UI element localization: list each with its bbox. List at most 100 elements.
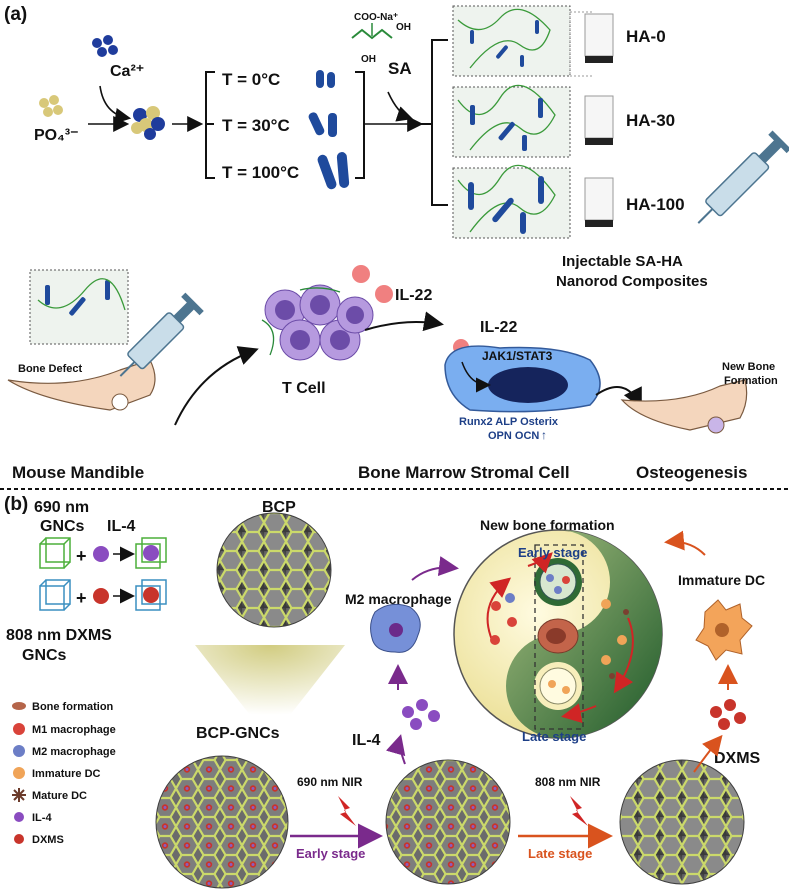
stage-frame: [534, 544, 584, 730]
gnc-690-cube-icon: [39, 537, 71, 569]
bone-defect-icon: [111, 393, 129, 411]
bcp-label: BCP: [262, 499, 296, 516]
phosphate-ion-icon: [39, 95, 63, 117]
syringe-icon: [697, 130, 789, 224]
upregulation-arrow: ↑: [541, 428, 547, 442]
genes-line2: OPN OCN: [488, 430, 539, 442]
nir-690-label: 690 nm NIR: [297, 775, 363, 789]
gnc-808-line2: GNCs: [22, 647, 67, 664]
early-stage-inner-label: Early stage: [518, 545, 587, 560]
legend-item: M1 macrophage: [32, 724, 116, 736]
panel-a-label: (a): [4, 4, 27, 25]
il4-icon: [93, 546, 109, 562]
legend-m1-icon: [13, 723, 25, 735]
pathway-label: JAK1/STAT3: [482, 349, 553, 363]
il22-receptor-label: IL-22: [480, 319, 517, 336]
legend-dxms-icon: [14, 834, 24, 844]
new-bone-line2: Formation: [724, 375, 778, 387]
legend: Bone formation M1 macrophage M2 macropha…: [12, 701, 116, 846]
plus-sign: +: [76, 546, 87, 566]
il4-label: IL-4: [352, 732, 381, 749]
laser-bolt-icon: [570, 796, 588, 826]
gnc-808-cube-icon: [39, 579, 71, 611]
legend-item: Mature DC: [32, 790, 87, 802]
bcp-sphere-late-icon: [619, 759, 745, 885]
bcp-gncs-label: BCP-GNCs: [196, 725, 280, 742]
panel-b-label: (b): [4, 494, 28, 515]
il22-icon: [352, 265, 393, 303]
calcium-label: Ca²⁺: [110, 63, 144, 80]
legend-bone-icon: [12, 702, 26, 710]
sa-chain-icon: [351, 28, 393, 40]
legend-m2-icon: [13, 745, 25, 757]
sa-formula-top: COO-Na⁺: [354, 12, 398, 23]
composite-title-line2: Nanorod Composites: [556, 273, 708, 290]
laser-bolt-icon: [338, 796, 356, 826]
immature-dc-label: Immature DC: [678, 572, 765, 588]
temperature-30: T = 30°C: [222, 116, 290, 135]
dxms-icon: [93, 588, 109, 604]
nanorod-icon: [308, 70, 350, 190]
legend-item: DXMS: [32, 834, 64, 846]
legend-immature-dc-icon: [13, 767, 25, 779]
beam-icon: [195, 645, 345, 715]
gnc-690-loaded-icon: [135, 537, 167, 569]
osteogenesis-label: Osteogenesis: [636, 463, 748, 482]
late-stage-inner-label: Late stage: [522, 729, 586, 744]
dxms-release-icon: [710, 699, 746, 730]
temperature-100: T = 100°C: [222, 163, 299, 182]
bmsc-nucleus-icon: [488, 367, 568, 403]
legend-il4-icon: [14, 812, 24, 822]
bmsc-label: Bone Marrow Stromal Cell: [358, 463, 570, 482]
new-bone-line1: New Bone: [722, 361, 775, 373]
sa-label: SA: [388, 59, 412, 78]
mouse-mandible-healed-icon: [620, 379, 748, 431]
nucleus-cluster-icon: [131, 106, 165, 140]
new-bone-icon: [707, 416, 725, 434]
vial-icon: [569, 11, 614, 227]
legend-item: Immature DC: [32, 768, 101, 780]
gnc-690-line2: GNCs: [40, 518, 85, 535]
composite-title-line1: Injectable SA-HA: [562, 253, 683, 270]
mouse-mandible-label: Mouse Mandible: [12, 463, 144, 482]
il22-label: IL-22: [395, 287, 432, 304]
nir-808-label: 808 nm NIR: [535, 775, 601, 789]
legend-item: M2 macrophage: [32, 746, 116, 758]
sa-oh-1: OH: [396, 22, 411, 33]
gnc-808-line1: 808 nm DXMS: [6, 627, 112, 644]
sample-ha100: HA-100: [626, 195, 685, 214]
sa-oh-2: OH: [361, 54, 376, 65]
sample-bracket: [431, 39, 448, 206]
temperature-0: T = 0°C: [222, 70, 280, 89]
calcium-ion-icon: [92, 35, 118, 57]
phosphate-label: PO₄³⁻: [34, 127, 79, 144]
t-cell-cluster-icon: [261, 284, 374, 361]
gnc-808-loaded-icon: [135, 579, 167, 611]
legend-mature-dc-icon: [12, 788, 26, 802]
dxms-label: DXMS: [714, 750, 761, 767]
calcium-arrow: [99, 85, 132, 124]
plus-sign-2: +: [76, 588, 87, 608]
new-bone-formation-label: New bone formation: [480, 517, 615, 533]
sample-ha0: HA-0: [626, 27, 666, 46]
bcp-gncs-sphere-icon: [155, 755, 289, 889]
bone-defect-label: Bone Defect: [18, 363, 83, 375]
early-stage-label: Early stage: [296, 846, 365, 861]
gnc-690-line1: 690 nm: [34, 499, 89, 516]
m2-macrophage-label: M2 macrophage: [345, 591, 452, 607]
legend-item: Bone formation: [32, 701, 114, 713]
composite-box-ha0: [452, 5, 571, 77]
bcp-sphere-early-icon: [385, 759, 511, 885]
t-cell-label: T Cell: [282, 380, 326, 397]
late-stage-label: Late stage: [528, 846, 592, 861]
genes-line1: Runx2 ALP Osterix: [459, 416, 559, 428]
legend-item: IL-4: [32, 812, 52, 824]
composite-box-ha30: [452, 84, 571, 158]
bcp-sphere-icon: [216, 512, 332, 628]
composite-box-ha100: [452, 164, 571, 239]
sample-ha30: HA-30: [626, 111, 675, 130]
il4-top-label: IL-4: [107, 518, 136, 535]
yin-yang-diagram: [453, 529, 663, 739]
syringe-icon: [119, 292, 204, 377]
